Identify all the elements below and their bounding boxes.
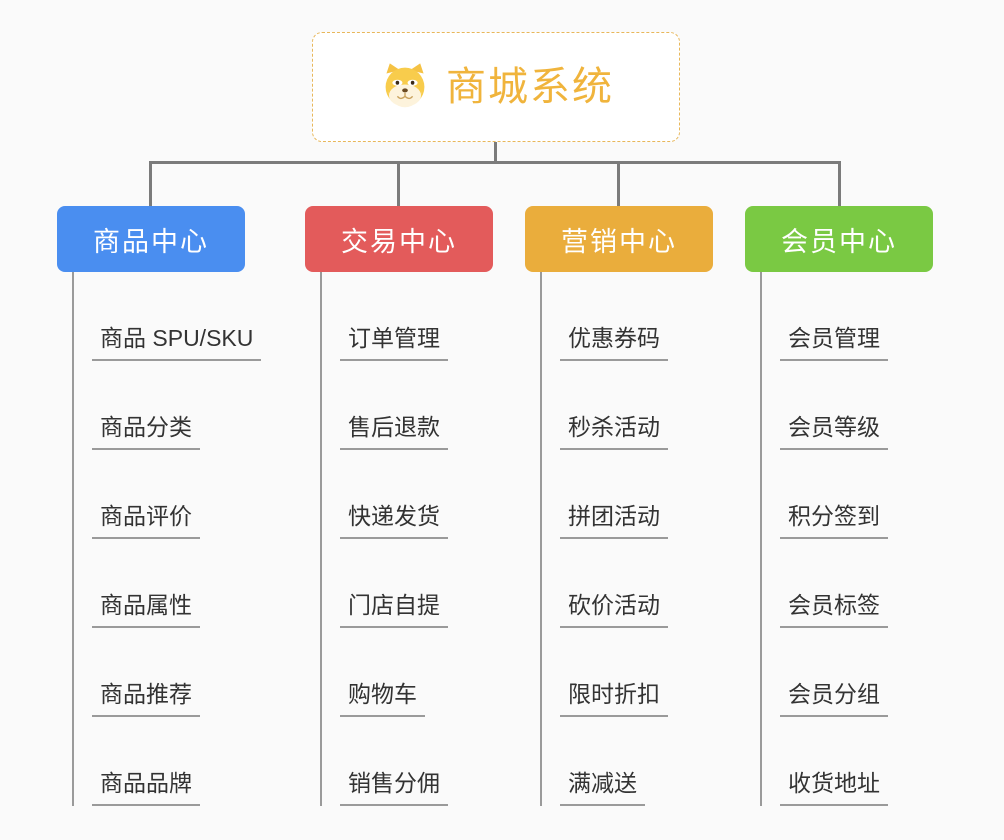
branch-header-trade-center[interactable]: 交易中心 [305, 206, 493, 272]
leaf-label: 快递发货 [340, 502, 448, 539]
branch-header-member-center[interactable]: 会员中心 [745, 206, 933, 272]
connector-root-stem [494, 142, 497, 164]
branch-items-trade-center: 订单管理 售后退款 快递发货 门店自提 购物车 销售分佣 [305, 272, 493, 806]
leaf-label: 会员标签 [780, 591, 888, 628]
branch-items-marketing-center: 优惠券码 秒杀活动 拼团活动 砍价活动 限时折扣 满减送 [525, 272, 713, 806]
branch-member-center: 会员中心 会员管理 会员等级 积分签到 会员标签 会员分组 收货地址 [745, 206, 933, 806]
leaf-label: 优惠券码 [560, 324, 668, 361]
leaf-item[interactable]: 商品分类 [72, 361, 245, 450]
connector-drop-marketing-center [617, 161, 620, 206]
leaf-label: 秒杀活动 [560, 413, 668, 450]
branch-trunk [760, 272, 762, 806]
branch-header-label: 会员中心 [781, 226, 897, 257]
leaf-label: 积分签到 [780, 502, 888, 539]
leaf-label: 商品 SPU/SKU [92, 324, 262, 361]
leaf-label: 会员等级 [780, 413, 888, 450]
leaf-item[interactable]: 商品推荐 [72, 628, 245, 717]
leaf-item[interactable]: 砍价活动 [540, 539, 713, 628]
leaf-label: 商品推荐 [92, 680, 200, 717]
leaf-item[interactable]: 门店自提 [320, 539, 493, 628]
leaf-label: 限时折扣 [560, 680, 668, 717]
leaf-label: 会员分组 [780, 680, 888, 717]
branch-header-product-center[interactable]: 商品中心 [57, 206, 245, 272]
branch-marketing-center: 营销中心 优惠券码 秒杀活动 拼团活动 砍价活动 限时折扣 满减送 [525, 206, 713, 806]
leaf-label: 砍价活动 [560, 591, 668, 628]
leaf-item[interactable]: 限时折扣 [540, 628, 713, 717]
leaf-label: 商品品牌 [92, 769, 200, 806]
leaf-item[interactable]: 商品评价 [72, 450, 245, 539]
leaf-item[interactable]: 快递发货 [320, 450, 493, 539]
leaf-label: 购物车 [340, 680, 425, 717]
branch-items-product-center: 商品 SPU/SKU 商品分类 商品评价 商品属性 商品推荐 商品品牌 [57, 272, 262, 806]
branch-header-marketing-center[interactable]: 营销中心 [525, 206, 713, 272]
leaf-item[interactable]: 秒杀活动 [540, 361, 713, 450]
leaf-item[interactable]: 商品属性 [72, 539, 245, 628]
leaf-item[interactable]: 拼团活动 [540, 450, 713, 539]
leaf-item[interactable]: 商品品牌 [72, 717, 245, 806]
leaf-item[interactable]: 收货地址 [760, 717, 933, 806]
leaf-label: 拼团活动 [560, 502, 668, 539]
leaf-item[interactable]: 优惠券码 [540, 272, 713, 361]
leaf-item[interactable]: 售后退款 [320, 361, 493, 450]
branch-trade-center: 交易中心 订单管理 售后退款 快递发货 门店自提 购物车 销售分佣 [305, 206, 493, 806]
leaf-label: 售后退款 [340, 413, 448, 450]
leaf-item[interactable]: 满减送 [540, 717, 713, 806]
leaf-item[interactable]: 会员标签 [760, 539, 933, 628]
leaf-item[interactable]: 销售分佣 [320, 717, 493, 806]
connector-drop-trade-center [397, 161, 400, 206]
branch-items-member-center: 会员管理 会员等级 积分签到 会员标签 会员分组 收货地址 [745, 272, 933, 806]
branch-header-label: 营销中心 [561, 226, 677, 257]
leaf-item[interactable]: 会员分组 [760, 628, 933, 717]
leaf-item[interactable]: 会员等级 [760, 361, 933, 450]
branch-header-label: 商品中心 [93, 226, 209, 257]
connector-drop-product-center [149, 161, 152, 206]
branch-trunk [320, 272, 322, 806]
leaf-label: 销售分佣 [340, 769, 448, 806]
root-node[interactable]: 商城系统 [312, 32, 680, 142]
connector-drop-member-center [838, 161, 841, 206]
leaf-label: 收货地址 [780, 769, 888, 806]
root-title: 商城系统 [446, 65, 614, 109]
branch-product-center: 商品中心 商品 SPU/SKU 商品分类 商品评价 商品属性 商品推荐 商品品牌 [57, 206, 262, 806]
shiba-dog-face-icon [378, 60, 432, 114]
branch-header-label: 交易中心 [341, 226, 457, 257]
leaf-item[interactable]: 订单管理 [320, 272, 493, 361]
leaf-label: 订单管理 [340, 324, 448, 361]
leaf-label: 商品分类 [92, 413, 200, 450]
branch-trunk [72, 272, 74, 806]
leaf-label: 会员管理 [780, 324, 888, 361]
leaf-item[interactable]: 会员管理 [760, 272, 933, 361]
leaf-item[interactable]: 积分签到 [760, 450, 933, 539]
leaf-label: 满减送 [560, 769, 645, 806]
leaf-label: 商品评价 [92, 502, 200, 539]
leaf-label: 商品属性 [92, 591, 200, 628]
leaf-label: 门店自提 [340, 591, 448, 628]
leaf-item[interactable]: 商品 SPU/SKU [72, 272, 262, 361]
connector-horizontal-bus [149, 161, 841, 164]
leaf-item[interactable]: 购物车 [320, 628, 493, 717]
branch-trunk [540, 272, 542, 806]
